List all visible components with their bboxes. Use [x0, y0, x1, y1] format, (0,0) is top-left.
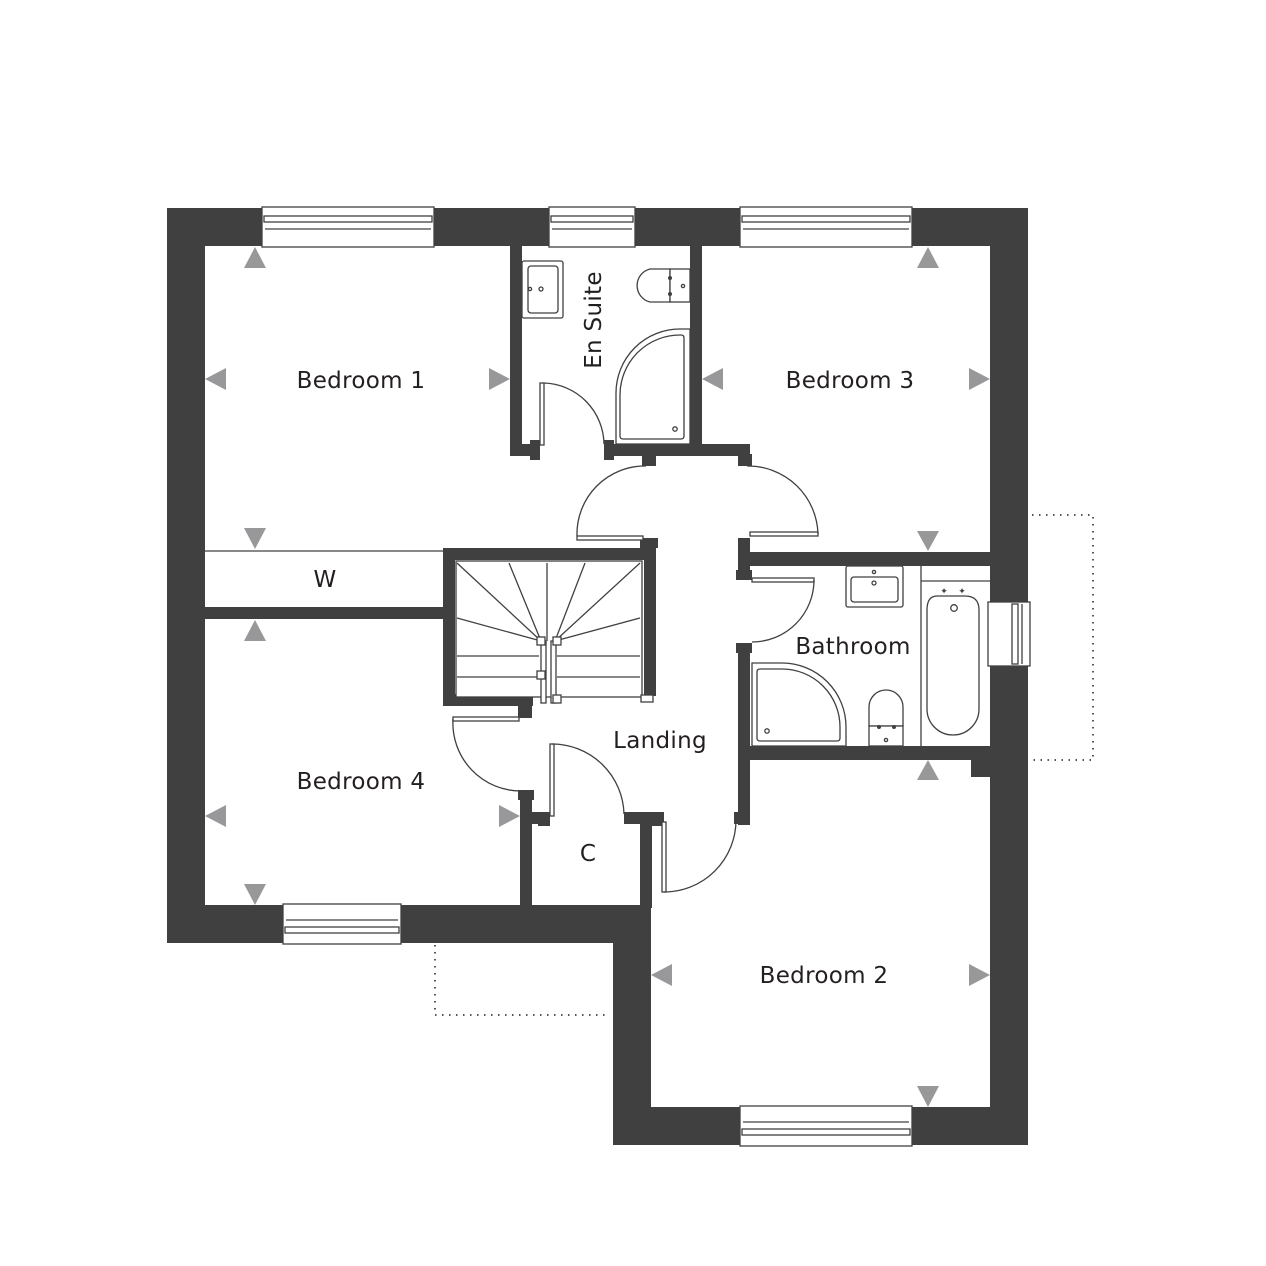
- door-swing-icon: [452, 716, 522, 792]
- window-icon: [739, 1105, 913, 1147]
- window-icon: [739, 206, 913, 248]
- door-swing-icon: [539, 382, 605, 446]
- room-label-cupboard: C: [579, 841, 597, 867]
- toilet-icon: [636, 268, 691, 303]
- dotted-outline-right: [1032, 514, 1094, 761]
- toilet-icon: [868, 689, 904, 747]
- window-icon: [548, 206, 636, 248]
- shower-tray-icon: [615, 328, 691, 445]
- door-swing-icon: [576, 465, 647, 541]
- room-label-en-suite: En Suite: [581, 271, 607, 369]
- svg-text:✦: ✦: [958, 587, 966, 597]
- room-label-bedroom-3: Bedroom 3: [785, 368, 915, 394]
- bath-icon: ✦ ✦: [926, 587, 980, 736]
- room-label-bedroom-2: Bedroom 2: [759, 963, 889, 989]
- svg-text:✦: ✦: [940, 587, 948, 597]
- room-label-bedroom-1: Bedroom 1: [296, 368, 426, 394]
- door-swing-icon: [746, 465, 819, 537]
- door-swing-icon: [549, 743, 625, 817]
- room-label-wardrobe: W: [313, 567, 337, 593]
- staircase-icon: [455, 560, 654, 704]
- window-icon: [282, 903, 402, 945]
- room-label-landing: Landing: [613, 728, 707, 754]
- window-icon: [987, 601, 1031, 667]
- room-label-bedroom-4: Bedroom 4: [296, 769, 426, 795]
- internal-walls: [205, 246, 991, 908]
- room-label-bathroom: Bathroom: [795, 634, 911, 660]
- shower-tray-icon: [751, 662, 847, 747]
- dotted-outline-bottom: [434, 945, 608, 1016]
- basin-icon: [845, 565, 904, 608]
- window-icon: [261, 206, 435, 248]
- dimension-arrow-icon: [205, 247, 990, 1107]
- door-swing-icon: [751, 577, 815, 643]
- basin-icon: [521, 260, 564, 319]
- door-swing-icon: [661, 819, 737, 893]
